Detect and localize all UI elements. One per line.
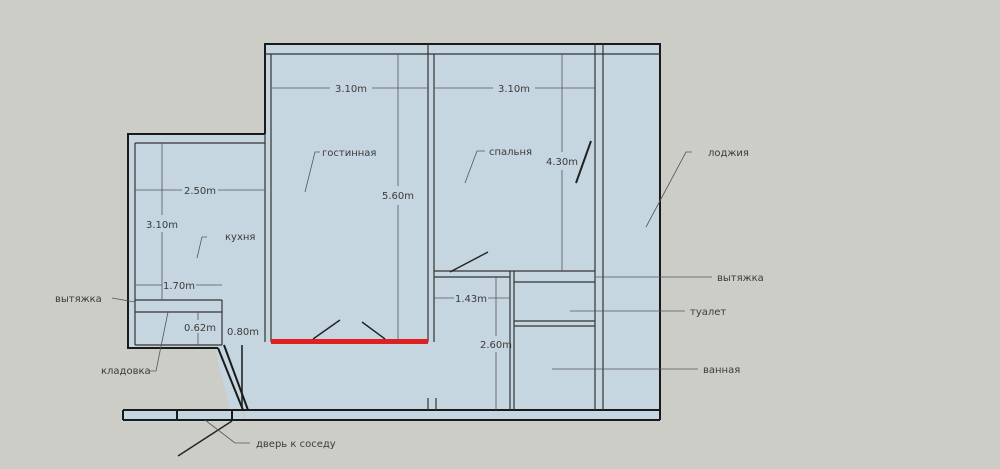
label-vent-left: вытяжка [55, 294, 102, 305]
leader-lines [111, 150, 712, 444]
dim-hall-width: 1.43m [455, 294, 487, 305]
dimension-lines [135, 54, 595, 410]
label-toilet: туалет [690, 307, 726, 318]
window-highlight [271, 339, 428, 344]
door-swings [177, 140, 592, 457]
interior-walls [134, 44, 660, 410]
exterior-walls [122, 43, 661, 421]
dim-corridor-width: 0.80m [227, 327, 259, 338]
label-neighbor-door: дверь к соседу [256, 439, 336, 450]
dim-storage-width: 1.70m [163, 281, 195, 292]
dim-kitchen-length: 3.10m [146, 220, 178, 231]
dim-bedroom-length: 4.30m [546, 157, 578, 168]
label-bathroom: ванная [703, 365, 740, 376]
label-living-room: гостинная [322, 148, 376, 159]
floor-area [123, 44, 660, 422]
dim-storage-depth: 0.62m [184, 323, 216, 334]
label-loggia: лоджия [708, 148, 749, 159]
dim-bedroom-width: 3.10m [498, 84, 530, 95]
label-bedroom: спальня [489, 147, 532, 158]
label-vent-right: вытяжка [717, 273, 764, 284]
dim-living-width: 3.10m [335, 84, 367, 95]
label-kitchen: кухня [225, 232, 255, 243]
dim-bath-length: 2.60m [480, 340, 512, 351]
dim-living-length: 5.60m [382, 191, 414, 202]
dim-kitchen-width: 2.50m [184, 186, 216, 197]
label-storage: кладовка [101, 366, 151, 377]
